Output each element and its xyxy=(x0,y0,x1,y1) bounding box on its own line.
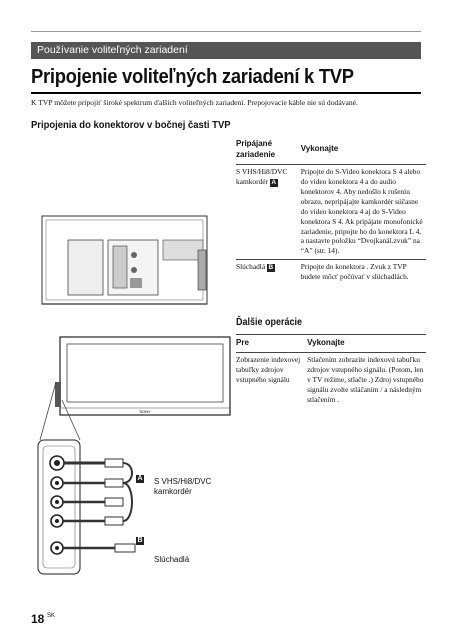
tv-rear-illustration xyxy=(41,215,208,305)
table-row: S VHS/Hi8/DVC kamkordér A Pripojte do S-… xyxy=(236,163,426,260)
instruction-cell: Pripojte do S-Video konektora S 4 alebo … xyxy=(300,163,426,260)
badge-b: B xyxy=(267,264,275,273)
connection-table: Pripájané zariadenie Vykonajte S VHS/Hi8… xyxy=(236,137,426,286)
label-a: A xyxy=(136,473,145,483)
section-header: Používanie voliteľných zariadení xyxy=(37,44,188,56)
device-cell: Slúchadlá B xyxy=(236,259,301,286)
badge-a-diagram: A xyxy=(136,475,145,483)
badge-b-diagram: B xyxy=(136,537,145,545)
action-column-header: Vykonajte xyxy=(300,144,339,154)
section-header-bar: Používanie voliteľných zariadení xyxy=(31,42,421,59)
title-rule xyxy=(31,92,421,94)
other-operations-heading: Ďalšie operácie xyxy=(236,317,303,328)
page-language: SK xyxy=(47,613,56,619)
purpose-cell: Zobrazenie indexovej tabuľky zdrojov vst… xyxy=(236,351,308,408)
label-b: B xyxy=(136,535,145,545)
label-b-text: Slúchadlá xyxy=(154,555,190,564)
side-connections-heading: Pripojenia do konektorov v bočnej časti … xyxy=(31,119,231,131)
page-title: Pripojenie voliteľných zariadení k TVP xyxy=(31,66,354,88)
device-column-header: Pripájané zariadenie xyxy=(236,139,276,159)
badge-a: A xyxy=(269,178,278,187)
side-panel-illustration xyxy=(37,439,136,575)
instruction-cell: Pripojte do konektora . Zvuk z TVP budet… xyxy=(300,259,426,286)
tv-brand: SONY xyxy=(139,409,151,414)
operations-table-header: Pre Vykonajte xyxy=(236,334,426,353)
connection-table-header: Pripájané zariadenie Vykonajte xyxy=(236,137,426,164)
page-number: 18 xyxy=(31,612,45,626)
intro-text: K TVP môžete pripojiť široké spektrum ďa… xyxy=(31,98,358,107)
table-row: Slúchadlá B Pripojte do konektora . Zvuk… xyxy=(236,259,426,286)
purpose-column-header: Pre xyxy=(236,334,308,353)
device-cell: S VHS/Hi8/DVC kamkordér A xyxy=(236,163,301,260)
operations-table: Pre Vykonajte Zobrazenie indexovej tabuľ… xyxy=(236,334,426,408)
top-rule xyxy=(31,31,421,32)
table-row: Zobrazenie indexovej tabuľky zdrojov vst… xyxy=(236,351,426,408)
tv-front-illustration: SONY xyxy=(55,336,231,416)
action-column-header: Vykonajte xyxy=(307,334,426,353)
instruction-cell: Stlačením zobrazíte indexovú tabuľku zdr… xyxy=(307,351,426,408)
label-a-text: S VHS/Hi8/DVC kamkordér xyxy=(154,477,212,496)
